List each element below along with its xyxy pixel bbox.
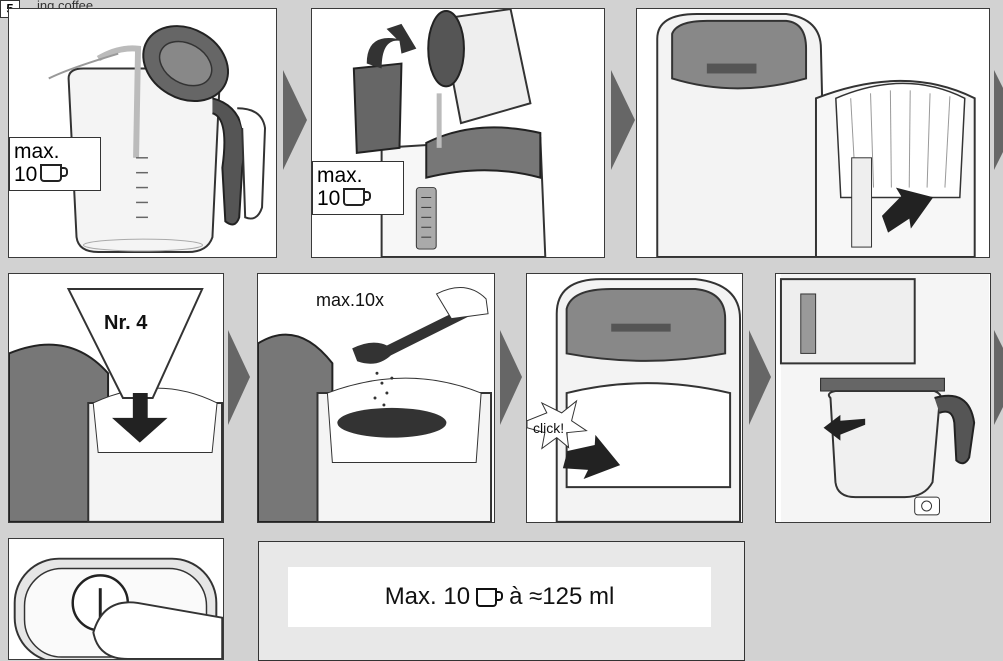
panel-insert-carafe [775,273,991,523]
step-arrow [749,330,771,430]
close-filter-illustration [527,274,742,522]
panel-add-coffee: max.10x [257,273,495,523]
panel-fill-reservoir: max. 10 [311,8,605,258]
insert-carafe-illustration [776,274,990,522]
filter-size-label: Nr. 4 [104,312,147,335]
carafe-illustration [9,9,276,257]
scoop-count-label: max.10x [316,290,384,311]
capacity-info-panel: Max. 10 à ≈125 ml [258,541,745,661]
reservoir-illustration [312,9,604,257]
filter-holder-illustration [637,9,989,257]
capacity-volume-text: à ≈125 ml [509,583,614,611]
step-arrow [994,70,1003,175]
panel-open-filter-holder [636,8,990,258]
cup-icon [476,588,497,607]
step-arrow [500,330,522,430]
capacity-info-box: Max. 10 à ≈125 ml [288,567,711,627]
step-arrow [228,330,250,430]
panel-fill-carafe: max. 10 [8,8,277,258]
cup-icon [40,164,62,182]
max-cups-callout: max. 10 [9,137,101,191]
max-cups-callout: max. 10 [312,161,404,215]
add-coffee-illustration [258,274,494,522]
panel-press-power [8,538,224,660]
step-arrow [611,70,635,175]
callout-count: 10 [317,187,340,210]
step-arrow [283,70,307,175]
power-button-illustration [9,539,223,659]
click-label: click! [533,420,564,436]
step-arrow [994,330,1003,430]
panel-insert-filter: Nr. 4 [8,273,224,523]
cup-icon [343,188,365,206]
callout-count: 10 [14,163,37,186]
panel-close-filter: click! [526,273,743,523]
callout-max-text: max. [14,140,96,163]
capacity-max-text: Max. 10 [385,583,470,611]
callout-max-text: max. [317,164,399,187]
